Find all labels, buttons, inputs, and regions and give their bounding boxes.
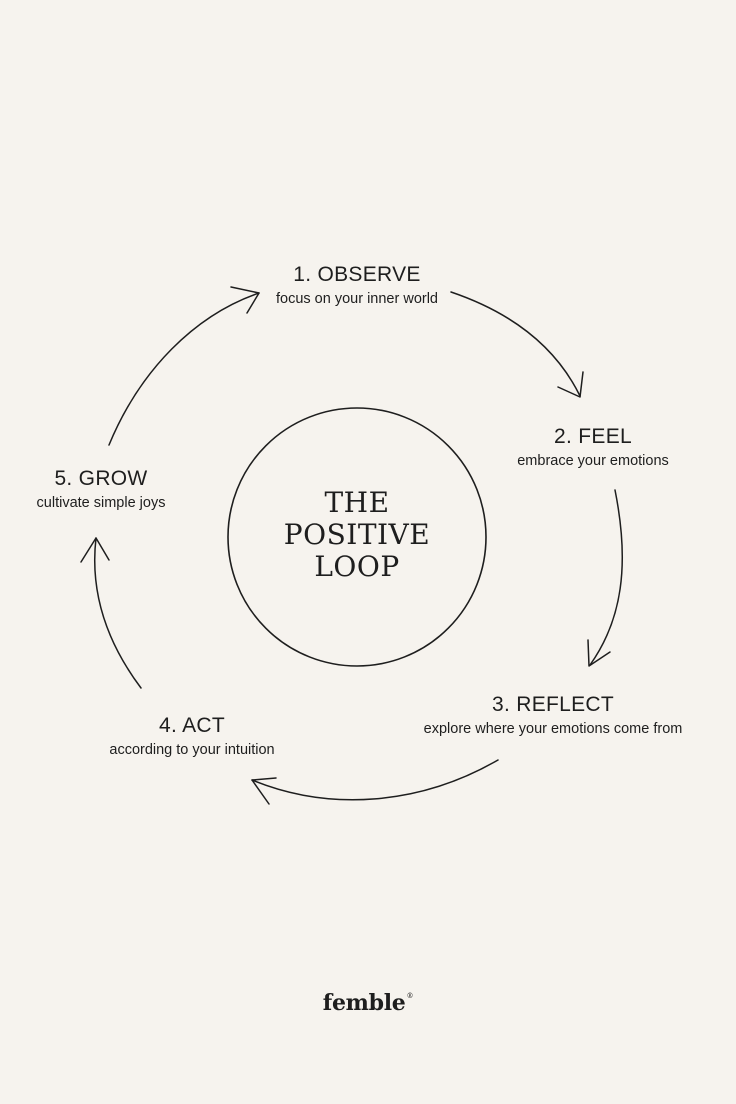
- arrow-reflect-to-act: [251, 759, 499, 805]
- step-grow-title: 5. GROW: [54, 467, 148, 490]
- step-grow-subtitle: cultivate simple joys: [36, 495, 166, 511]
- arrow-feel-to-reflect: [587, 489, 623, 667]
- brand-logo: femble®: [322, 990, 414, 1016]
- center-title-line-2: POSITIVE: [283, 518, 431, 551]
- step-grow: 5. GROW cultivate simple joys: [37, 466, 166, 512]
- step-act: 4. ACT according to your intuition: [109, 713, 274, 759]
- center-title: THE POSITIVE LOOP: [284, 487, 430, 583]
- center-circle: [227, 407, 487, 667]
- arrow-observe-to-feel: [450, 291, 584, 398]
- arrow-grow-to-observe: [108, 286, 260, 446]
- step-reflect-title: 3. REFLECT: [491, 693, 615, 716]
- step-observe-title: 1. OBSERVE: [293, 263, 421, 286]
- step-feel-title: 2. FEEL: [554, 425, 632, 448]
- brand-name: femble: [322, 990, 406, 1016]
- step-feel-subtitle: embrace your emotions: [517, 453, 669, 469]
- step-observe: 1. OBSERVE focus on your inner world: [276, 262, 438, 308]
- arrow-act-to-grow: [80, 537, 142, 689]
- center-title-line-1: THE: [324, 486, 390, 519]
- center-title-line-3: LOOP: [314, 550, 400, 583]
- step-feel: 2. FEEL embrace your emotions: [517, 424, 669, 470]
- step-reflect-subtitle: explore where your emotions come from: [423, 721, 683, 737]
- step-act-subtitle: according to your intuition: [109, 742, 275, 758]
- registered-mark: ®: [406, 992, 414, 1000]
- step-act-title: 4. ACT: [159, 714, 225, 737]
- step-observe-subtitle: focus on your inner world: [276, 291, 438, 307]
- step-reflect: 3. REFLECT explore where your emotions c…: [424, 692, 683, 738]
